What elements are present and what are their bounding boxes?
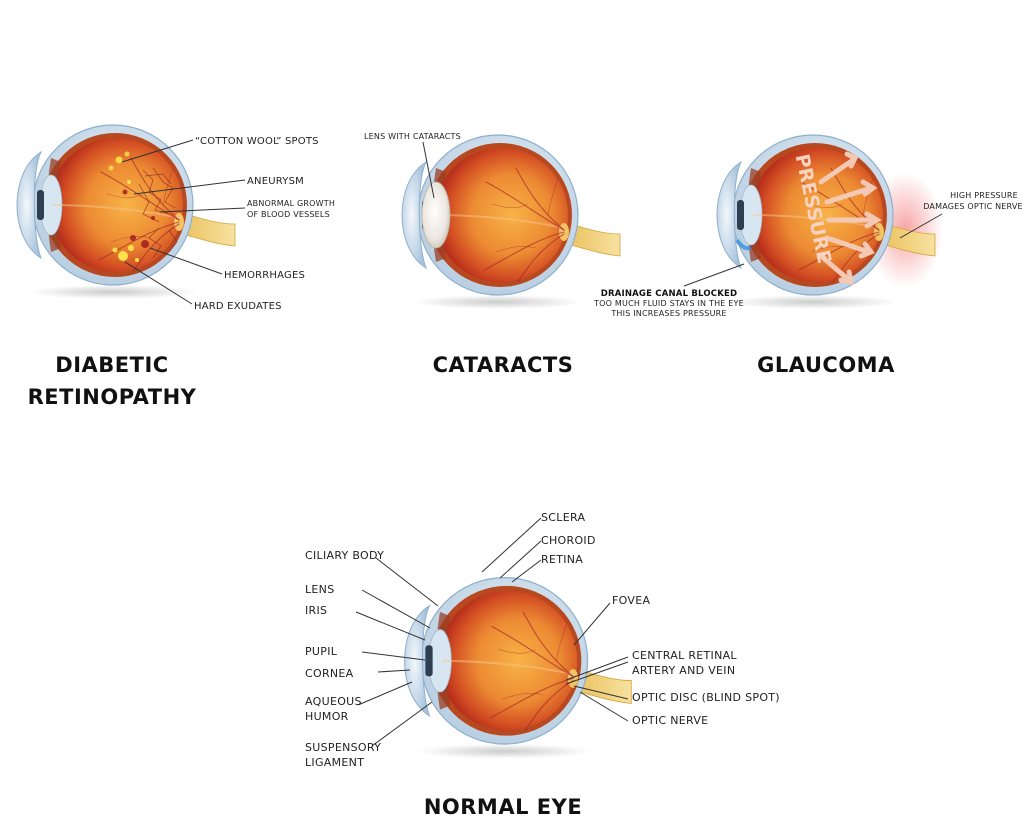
pressure-arrows [818, 151, 882, 286]
label-hard-exudates: HARD EXUDATES [194, 301, 282, 312]
label-optic-disc: OPTIC DISC (BLIND SPOT) [632, 691, 780, 704]
label-abnormal-growth-line1: ABNORMAL GROWTH [247, 199, 335, 208]
label-cotton-wool-spots: “COTTON WOOL” SPOTS [195, 136, 319, 147]
label-fovea: FOVEA [612, 594, 650, 607]
label-hemorrhages: HEMORRHAGES [224, 270, 305, 281]
label-aqueous-line1: AQUEOUS [305, 695, 362, 708]
cataracts-panel: LENS WITH CATARACTS CATARACTS [364, 132, 621, 377]
label-high-pressure-line1: HIGH PRESSURE [950, 191, 1018, 200]
glaucoma-panel: PRESSURE HIGH PRESSURE DAMAGES OPTIC NER… [593, 134, 1023, 377]
label-lens-with-cataracts: LENS WITH CATARACTS [364, 132, 461, 141]
label-central-retinal-line2: ARTERY AND VEIN [632, 664, 735, 677]
label-drainage-note-line2: THIS INCREASES PRESSURE [610, 309, 726, 318]
label-choroid: CHOROID [541, 534, 596, 547]
diabetic-retinopathy-panel: “COTTON WOOL” SPOTS ANEURYSM ABNORMAL GR… [16, 124, 335, 409]
label-lens: LENS [305, 583, 335, 596]
label-retina: RETINA [541, 553, 583, 566]
label-abnormal-growth-line2: OF BLOOD VESSELS [247, 210, 330, 219]
label-drainage-note-line1: TOO MUCH FLUID STAYS IN THE EYE [593, 299, 744, 308]
label-ciliary-body: CILIARY BODY [305, 549, 384, 562]
title-retinopathy: RETINOPATHY [28, 385, 197, 409]
cataracts-eye-illustration [401, 134, 621, 310]
title-glaucoma: GLAUCOMA [757, 353, 895, 377]
label-sclera: SCLERA [541, 511, 585, 524]
label-suspensory-line1: SUSPENSORY [305, 741, 381, 754]
label-central-retinal-line1: CENTRAL RETINAL [632, 649, 737, 662]
label-aqueous-line2: HUMOR [305, 710, 349, 723]
label-high-pressure-line2: DAMAGES OPTIC NERVE [923, 202, 1023, 211]
label-cornea: CORNEA [305, 667, 354, 680]
diabetic-eye-illustration [16, 124, 236, 300]
title-cataracts: CATARACTS [433, 353, 574, 377]
glaucoma-eye-illustration: PRESSURE [716, 134, 936, 310]
label-drainage-canal-blocked: DRAINAGE CANAL BLOCKED [601, 289, 738, 299]
normal-eye-panel: SCLERA CHOROID RETINA CILIARY BODY LENS … [305, 511, 780, 819]
label-pupil: PUPIL [305, 645, 338, 658]
label-iris: IRIS [305, 604, 327, 617]
label-optic-nerve: OPTIC NERVE [632, 714, 708, 727]
label-suspensory-line2: LIGAMENT [305, 756, 364, 769]
label-aneurysm: ANEURYSM [247, 176, 304, 187]
title-diabetic: DIABETIC [55, 353, 168, 377]
cataract-lens-icon [421, 181, 451, 249]
title-normal-eye: NORMAL EYE [424, 795, 582, 819]
